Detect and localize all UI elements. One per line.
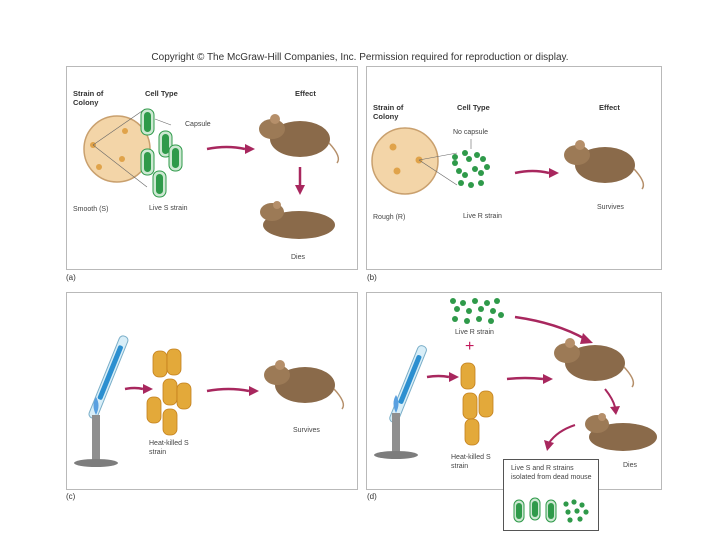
arrow-right-icon (143, 384, 153, 394)
live-r-cells-icon (450, 298, 504, 324)
heat-killed-s-cells-icon (460, 362, 494, 446)
arrow-down-icon (295, 185, 305, 195)
effect-label: Dies (623, 462, 638, 469)
header-effect: Effect (295, 89, 316, 98)
panel-c: Heat-killed S strain Survives (66, 292, 358, 490)
panel-a-illustration (83, 108, 340, 239)
mouse-dead-icon (585, 413, 657, 451)
panel-d-label: (d) (367, 492, 377, 501)
header-effect: Effect (599, 103, 620, 112)
colony-icon (96, 164, 102, 170)
panel-c-label: (c) (66, 492, 76, 501)
header-cell-type: Cell Type (145, 89, 178, 98)
isolated-s-cells-icon (513, 497, 557, 523)
panel-d-illustration (374, 298, 657, 459)
plus-sign: + (465, 338, 475, 355)
isolated-r-cells-icon (563, 499, 589, 523)
effect-label: Dies (291, 254, 306, 261)
live-r-label: Live R strain (455, 329, 494, 336)
bunsen-burner-icon (374, 395, 418, 459)
arrow-down-left-icon (544, 440, 554, 451)
colony-icon (122, 128, 128, 134)
isolated-label: Live S and R strains isolated from dead … (511, 465, 592, 481)
panel-b-illustration (371, 127, 645, 195)
header-strain-of-colony: Strain of Colony (73, 89, 104, 107)
colony-label: Smooth (S) (73, 206, 109, 213)
no-capsule-label: No capsule (453, 129, 489, 136)
bunsen-burner-icon (74, 397, 118, 467)
heat-test-tube-icon (88, 335, 129, 419)
effect-label: Survives (597, 204, 624, 211)
mouse-dead-icon (260, 201, 335, 239)
petri-dish-icon (83, 115, 151, 183)
effect-label: Survives (293, 427, 320, 434)
arrow-right-icon (543, 374, 553, 384)
isolated-strains-box: Live S and R strains isolated from dead … (503, 459, 599, 531)
colony-label: Rough (R) (373, 214, 406, 221)
panel-d: Live R strain + Heat-killed S strain Die… (366, 292, 662, 490)
panel-b-label: (b) (367, 273, 377, 282)
cell-label: Live S strain (149, 205, 188, 212)
panel-a: Strain of Colony Cell Type Effect Capsul… (66, 66, 358, 270)
arrow-right-icon (549, 168, 559, 178)
s-strain-cells-icon (140, 108, 183, 198)
r-strain-cells-icon (452, 150, 490, 188)
colony-icon (389, 143, 397, 151)
heat-killed-label: Heat-killed S strain (451, 454, 491, 470)
mouse-alive-icon (264, 360, 345, 410)
arrow-right-icon (249, 386, 259, 396)
arrow-down-icon (610, 406, 620, 415)
panel-b: Strain of Colony Cell Type Effect No cap… (366, 66, 662, 270)
cell-label: Live R strain (463, 213, 502, 220)
arrow-down-right-icon (580, 333, 593, 344)
colony-icon (119, 156, 125, 162)
copyright-notice: Copyright © The McGraw-Hill Companies, I… (151, 52, 569, 63)
cell-label: Heat-killed S strain (149, 440, 189, 456)
mouse-alive-icon (554, 338, 635, 388)
header-cell-type: Cell Type (457, 103, 490, 112)
panel-c-illustration (74, 335, 345, 467)
capsule-label: Capsule (185, 121, 211, 128)
heat-killed-s-cells-icon (146, 348, 192, 436)
petri-dish-icon (371, 127, 439, 195)
header-strain-of-colony: Strain of Colony (373, 103, 404, 121)
heat-test-tube-icon (389, 345, 427, 424)
isolated-cells-illustration (513, 497, 589, 523)
arrow-right-icon (245, 144, 255, 154)
arrow-right-icon (449, 372, 459, 382)
panel-a-label: (a) (66, 273, 76, 282)
mouse-alive-icon (259, 114, 340, 164)
mouse-alive-icon (564, 140, 645, 190)
colony-icon (393, 167, 401, 175)
